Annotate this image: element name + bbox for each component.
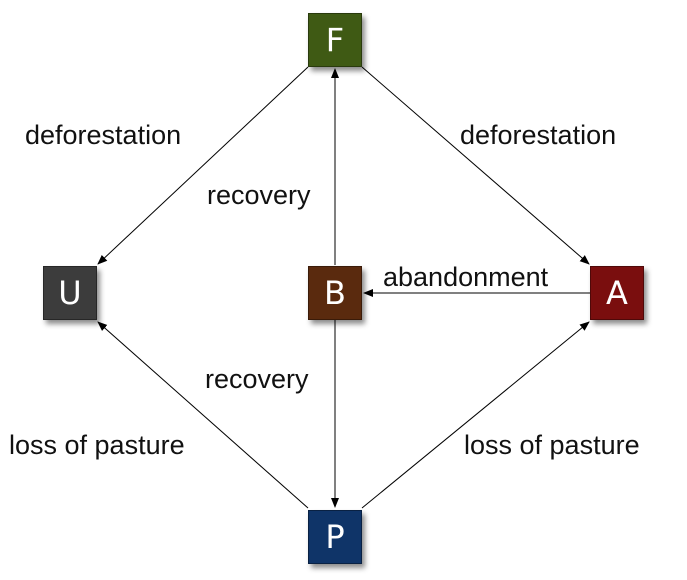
label-f-to-u: deforestation [25,120,182,150]
arrow-p-to-u [97,321,309,509]
arrow-f-to-u [97,66,309,265]
label-b-to-p: recovery [205,364,309,394]
node-p: P [308,510,362,564]
arrow-f-to-a [361,66,590,265]
node-a: A [590,266,644,320]
label-p-to-u: loss of pasture [9,430,185,460]
node-b: B [308,266,362,320]
arrow-p-to-a [361,321,590,509]
node-f: F [308,13,362,67]
label-a-to-b: abandonment [383,262,549,292]
label-b-to-f: recovery [207,180,311,210]
node-u: U [43,266,97,320]
label-p-to-a: loss of pasture [464,430,640,460]
label-f-to-a: deforestation [460,120,617,150]
